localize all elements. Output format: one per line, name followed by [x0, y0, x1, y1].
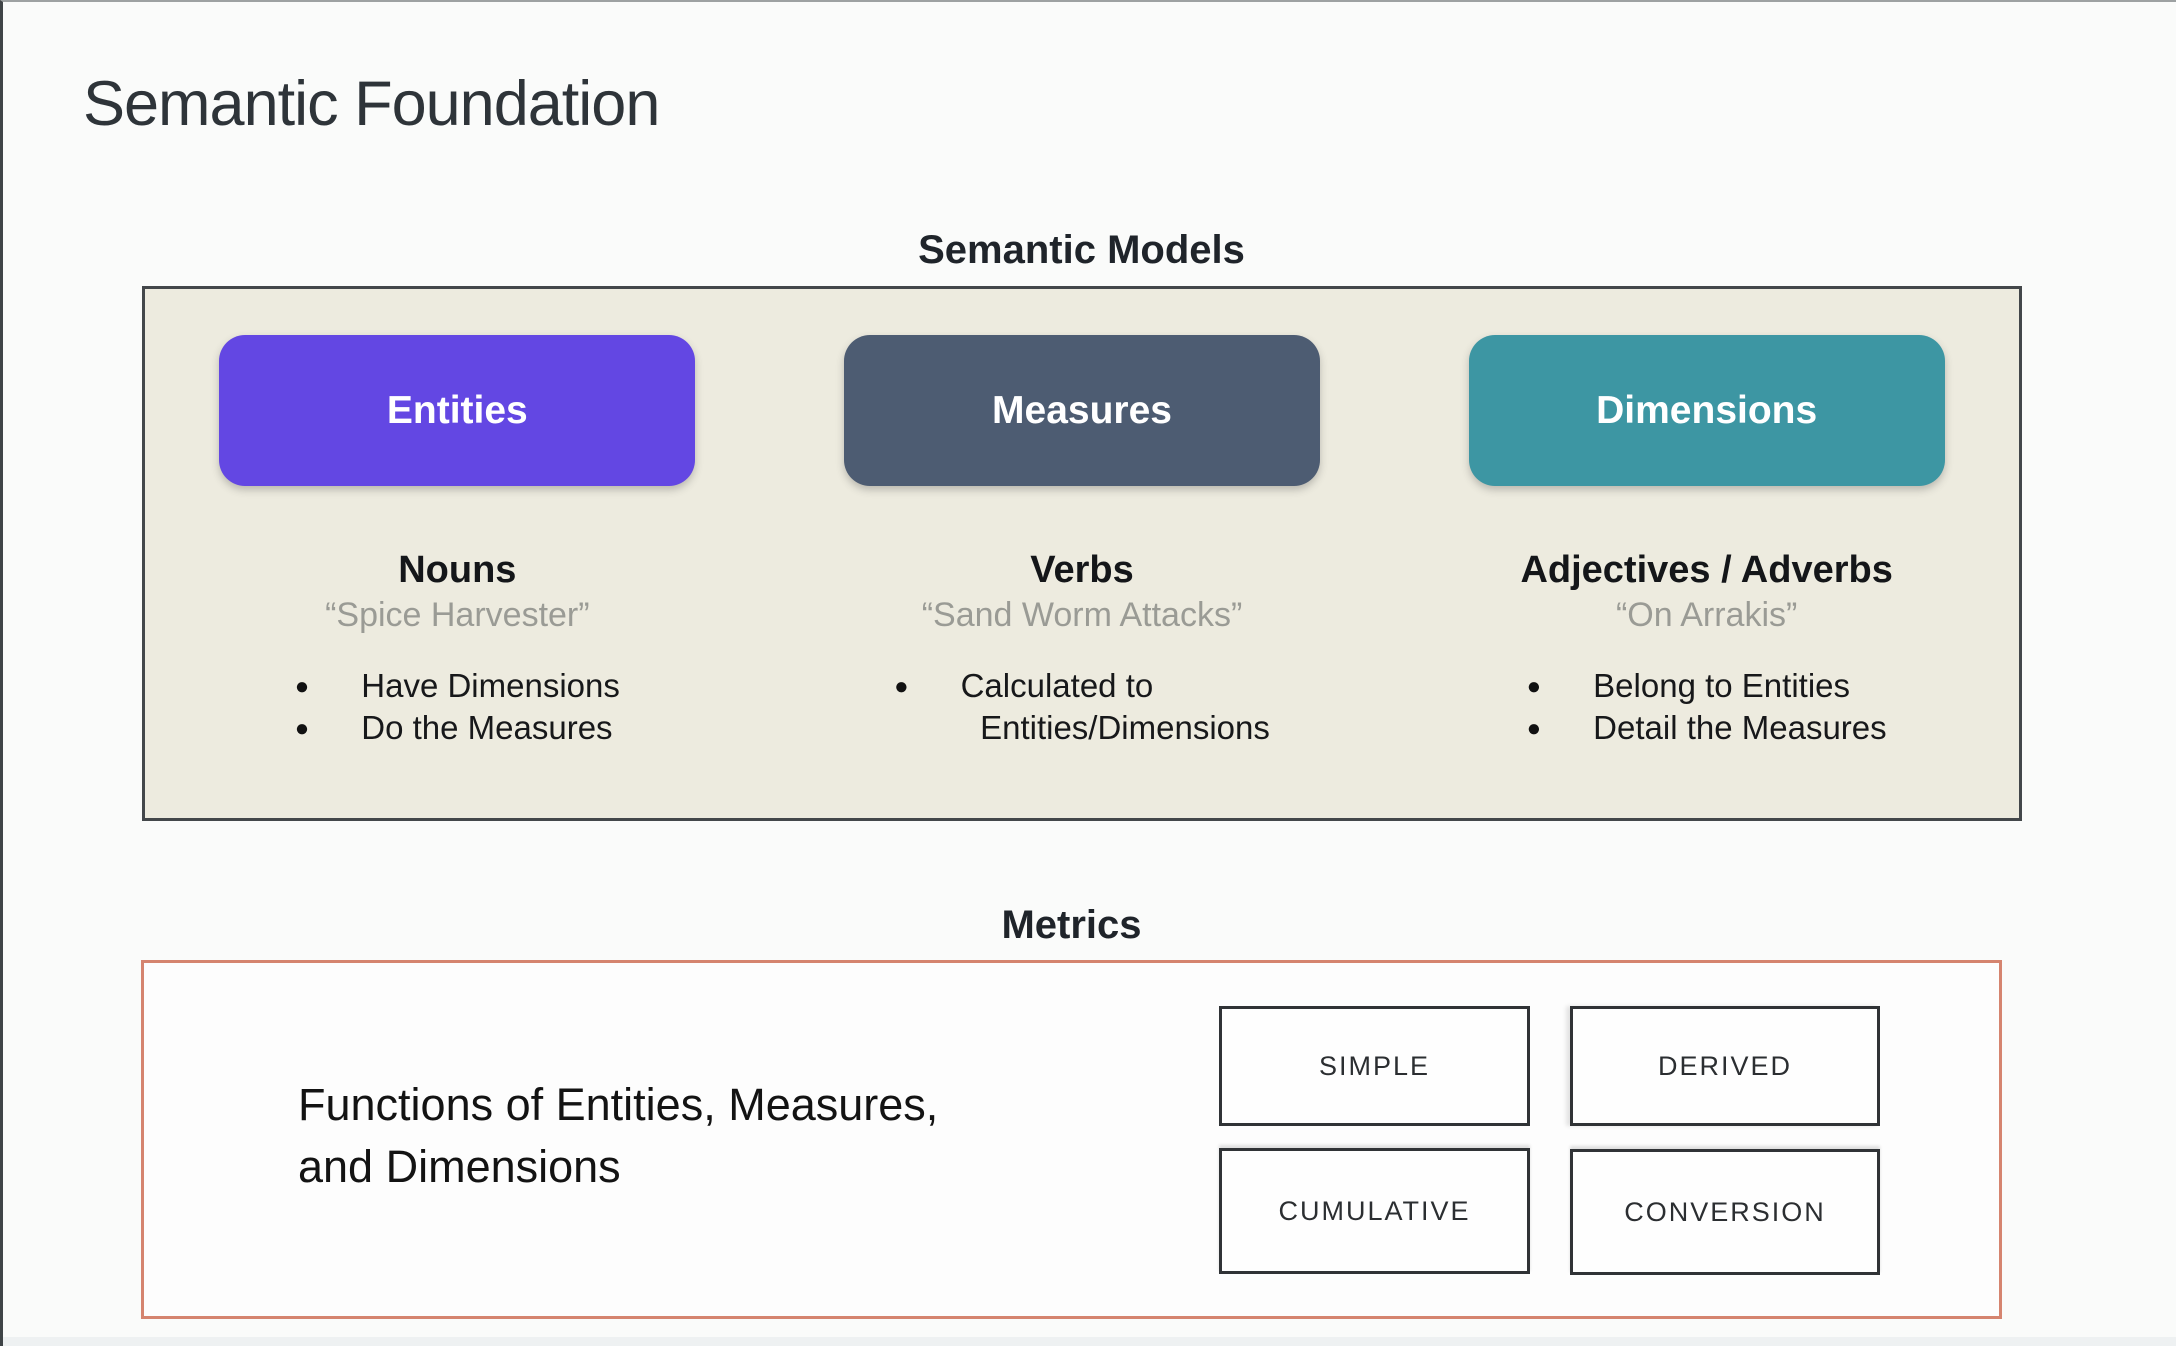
dimensions-heading: Adjectives / Adverbs — [1520, 549, 1893, 591]
bottom-edge-strip — [3, 1337, 2176, 1346]
semantic-models-panel: Entities Nouns “Spice Harvester” Have Di… — [142, 286, 2022, 821]
semantic-models-section-title: Semantic Models — [918, 228, 1245, 272]
dimensions-column: Dimensions Adjectives / Adverbs “On Arra… — [1394, 335, 2019, 818]
measures-example: “Sand Worm Attacks” — [921, 595, 1243, 634]
entities-column: Entities Nouns “Spice Harvester” Have Di… — [145, 335, 770, 818]
entities-example: “Spice Harvester” — [325, 595, 590, 634]
page-title: Semantic Foundation — [83, 69, 660, 139]
bullet-item: Belong to Entities — [1527, 665, 1887, 707]
dimensions-bullet-list: Belong to Entities Detail the Measures — [1527, 665, 1887, 749]
bullet-item: Detail the Measures — [1527, 707, 1886, 749]
metrics-section-title: Metrics — [1001, 903, 1142, 947]
bullet-item: Have Dimensions — [295, 665, 620, 707]
dimensions-example: “On Arrakis” — [1615, 595, 1798, 634]
entities-heading: Nouns — [398, 549, 517, 591]
entities-bullet-list: Have Dimensions Do the Measures — [295, 665, 620, 749]
measures-column: Measures Verbs “Sand Worm Attacks” Calcu… — [770, 335, 1395, 818]
bullet-item: Calculated to Entities/Dimensions — [894, 665, 1270, 749]
measures-heading: Verbs — [1030, 549, 1134, 591]
dimensions-pill: Dimensions — [1468, 335, 1945, 486]
metric-type-box-conversion: CONVERSION — [1570, 1149, 1880, 1275]
metric-type-box-derived: DERIVED — [1570, 1006, 1880, 1126]
measures-pill: Measures — [843, 335, 1320, 486]
bullet-item: Do the Measures — [295, 707, 620, 749]
entities-pill: Entities — [219, 335, 696, 486]
measures-bullet-list: Calculated to Entities/Dimensions — [894, 665, 1270, 749]
metric-type-box-cumulative: CUMULATIVE — [1219, 1148, 1530, 1274]
metric-type-box-simple: SIMPLE — [1219, 1006, 1530, 1126]
metrics-description: Functions of Entities, Measures, and Dim… — [298, 1079, 939, 1193]
